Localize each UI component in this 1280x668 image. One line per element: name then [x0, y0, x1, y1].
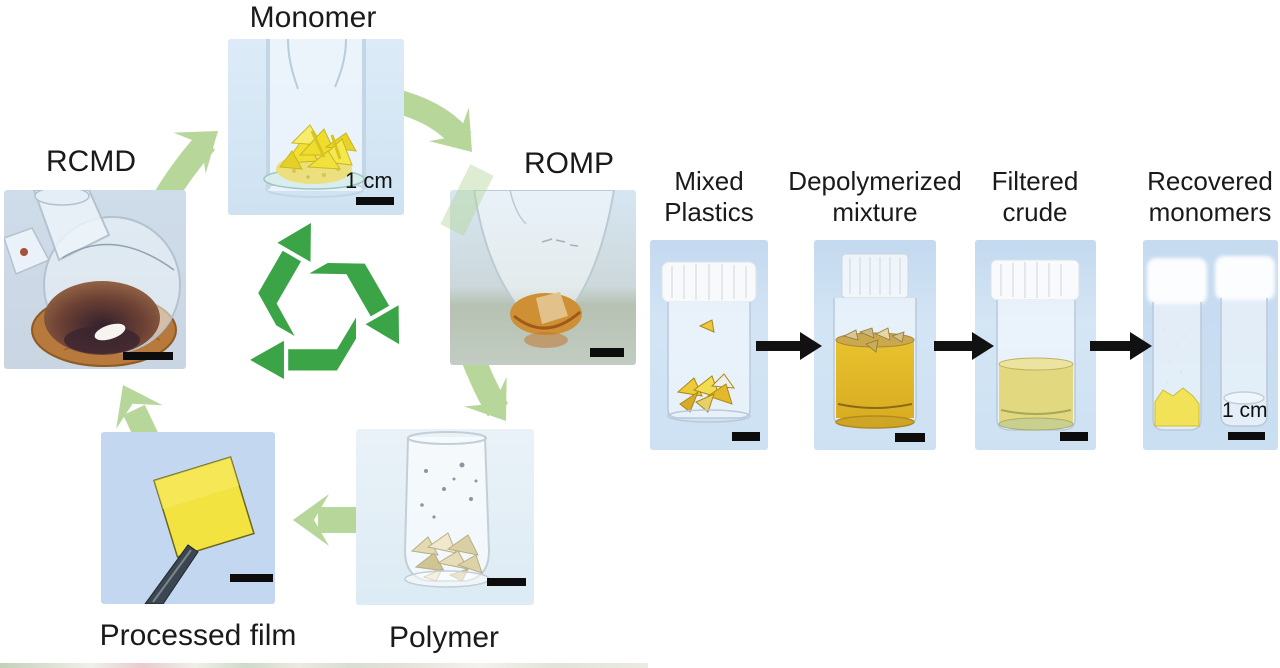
depolymerized-vial-illustration [814, 240, 936, 450]
step-label-filtered-crude: Filtered crude [930, 166, 1140, 228]
stage-label-polymer: Polymer [388, 621, 500, 654]
scale-bar [487, 578, 526, 586]
scale-bar [1228, 432, 1265, 440]
scale-bar [1060, 432, 1088, 441]
filtered-crude-photo [975, 240, 1096, 450]
step-label-depolymerized-mixture: Depolymerized mixture [770, 166, 980, 228]
step-label-recovered-monomers: Recovered monomers [1105, 166, 1280, 228]
processed-film-photo [101, 432, 275, 604]
flask-neck [32, 190, 111, 262]
scale-bar [895, 433, 925, 442]
scale-bar [230, 574, 273, 582]
stage-label-rcmd: RCMD [46, 145, 136, 178]
step-label-line: Depolymerized [788, 166, 962, 196]
monomer-photo [228, 39, 404, 215]
scale-bar [590, 348, 624, 357]
depolymerized-mixture-photo [814, 240, 936, 450]
step-label-line: Filtered [991, 166, 1079, 196]
stir-bar [94, 323, 126, 341]
stage-label-romp: ROMP [524, 147, 614, 180]
step-label-line: Plastics [664, 197, 754, 227]
glass-vial [1220, 298, 1268, 427]
recovered-monomers-vials-illustration [1143, 240, 1278, 450]
rcmd-photo [4, 190, 186, 369]
step-label-line: Mixed [674, 166, 744, 196]
scale-bar [123, 352, 173, 360]
bottom-cropped-strip [0, 663, 648, 668]
frosted-cap [841, 253, 909, 299]
romp-photo [450, 190, 636, 365]
scale-text-recovered: 1 cm [1222, 399, 1268, 422]
white-cap [1147, 258, 1207, 304]
white-cap [1215, 256, 1275, 300]
glass-specks [420, 462, 478, 519]
scale-bar [356, 197, 394, 205]
step-label-mixed-plastics: Mixed Plastics [604, 166, 814, 228]
recycling-icon [241, 213, 416, 379]
filtered-crude-vial-illustration [975, 240, 1096, 450]
scale-bar [732, 432, 760, 441]
step-label-line: mixture [832, 197, 918, 227]
stage-label-processed-film: Processed film [99, 619, 297, 652]
condensation-specks [1163, 328, 1187, 384]
monomer-vial-illustration [228, 39, 404, 215]
film-illustration [101, 432, 275, 604]
monomer-flakes [279, 124, 357, 170]
yellow-film [153, 456, 255, 558]
romp-flask-illustration [450, 190, 636, 365]
yellow-solution [836, 340, 914, 418]
step-label-line: monomers [1148, 197, 1272, 227]
mixed-plastics-photo [650, 240, 768, 450]
yellow-powder [1154, 387, 1200, 427]
step-label-line: Recovered [1147, 166, 1273, 196]
polymer-jar-illustration [356, 429, 534, 605]
mixed-plastics-vial-illustration [650, 240, 768, 450]
arrow-polymer-to-film-icon [293, 494, 362, 546]
white-cap [990, 259, 1080, 301]
floating-debris [842, 327, 905, 353]
rcmd-flask-illustration [4, 190, 186, 369]
arrow-monomer-to-romp-icon [388, 88, 492, 169]
recovered-monomers-photo [1143, 240, 1278, 450]
stage-label-monomer: Monomer [249, 1, 377, 34]
plastic-pieces [676, 373, 736, 413]
scale-text-monomer: 1 cm [345, 168, 393, 193]
polymer-photo [356, 429, 534, 605]
step-label-line: crude [1002, 197, 1068, 227]
clear-liquid [1223, 391, 1265, 405]
